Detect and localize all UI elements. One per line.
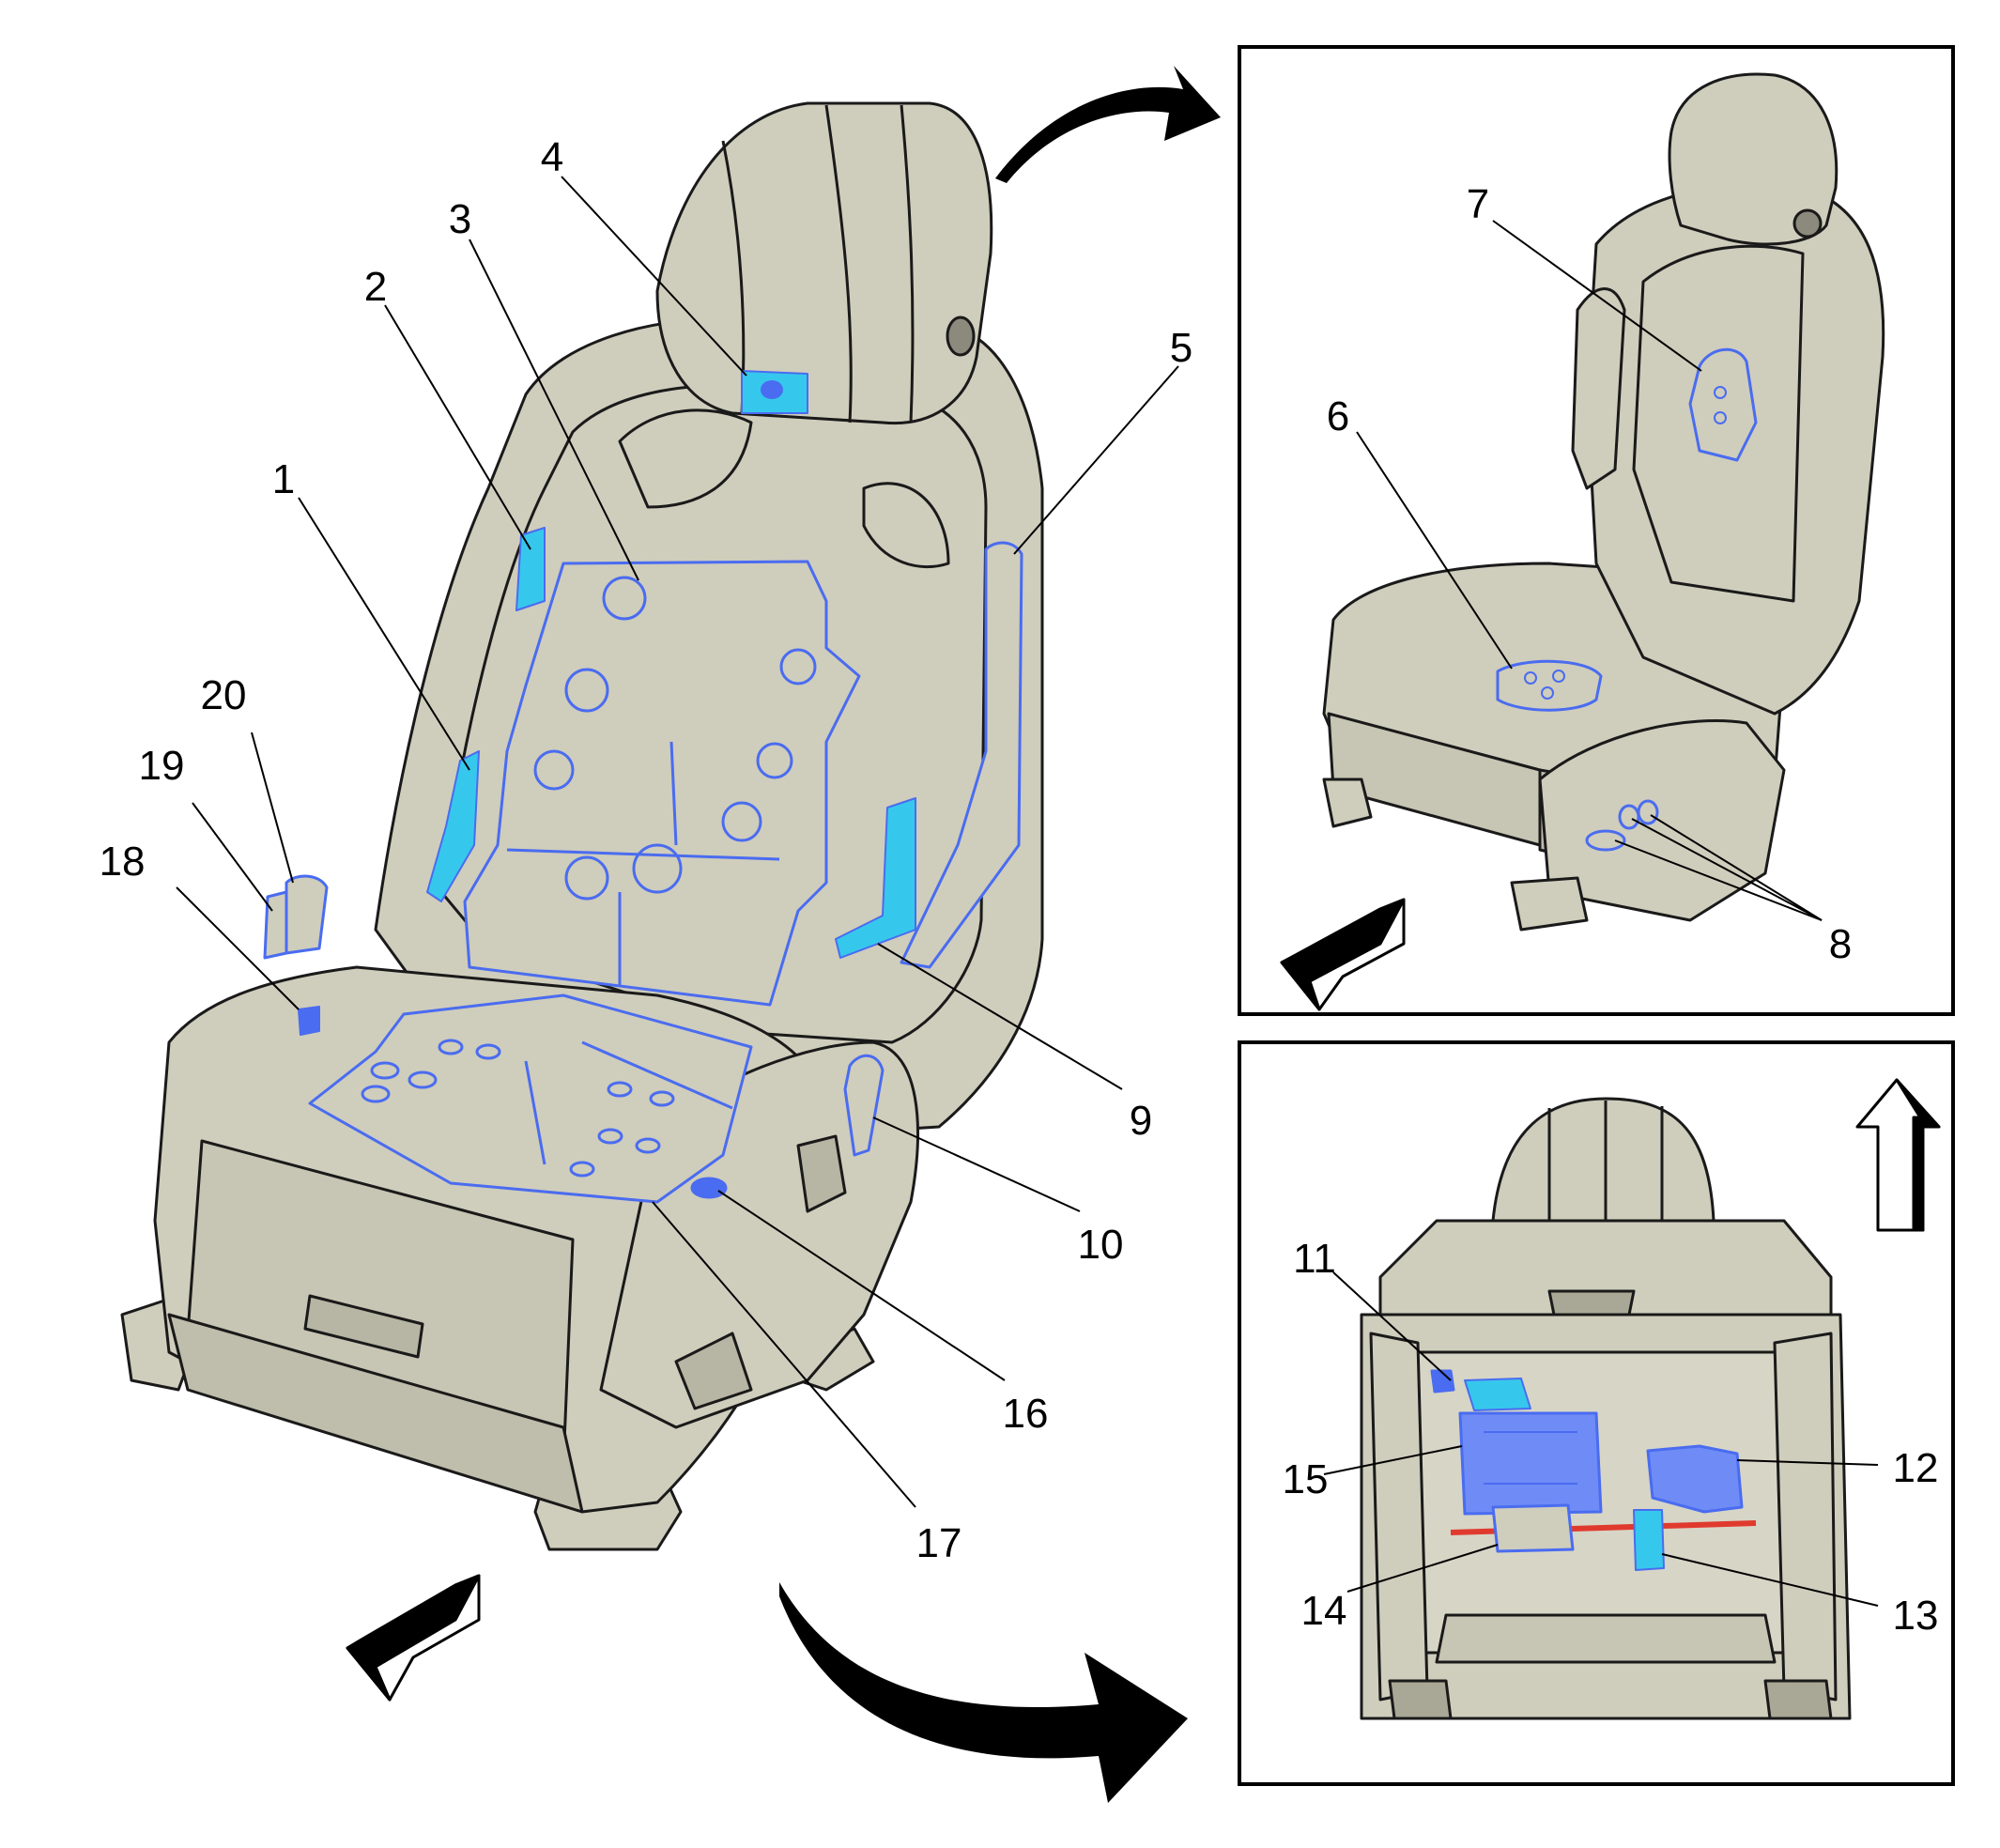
curved-arrow-top xyxy=(995,66,1221,183)
forward-arrow-main xyxy=(346,1574,481,1702)
callout-16: 16 xyxy=(1003,1391,1049,1437)
callout-2: 2 xyxy=(364,264,387,310)
curved-arrow-bottom xyxy=(779,1582,1188,1803)
up-arrow-bottom-inset xyxy=(1855,1078,1941,1232)
inset-bottom-leader-lines xyxy=(1323,1271,1879,1607)
component-19-shape xyxy=(263,890,288,960)
callout-9: 9 xyxy=(1130,1098,1152,1144)
component-7-shape xyxy=(1688,347,1758,462)
callout-11: 11 xyxy=(1293,1236,1336,1282)
curved-arrow-icon xyxy=(995,66,1221,183)
curved-arrow-icon xyxy=(779,1582,1188,1803)
callout-6: 6 xyxy=(1327,393,1349,439)
inset-bottom-seat-rear xyxy=(1360,1097,1852,1720)
component-16-shape xyxy=(690,1177,728,1199)
callout-1: 1 xyxy=(272,456,295,502)
callout-3: 3 xyxy=(449,196,471,242)
callout-12: 12 xyxy=(1893,1445,1939,1491)
callout-labels: 1 2 3 4 5 6 7 8 9 10 11 12 13 14 15 16 1… xyxy=(100,134,1939,1639)
callout-5: 5 xyxy=(1170,325,1192,371)
component-20-shape xyxy=(285,874,329,955)
callout-19: 19 xyxy=(139,743,185,789)
callout-20: 20 xyxy=(201,672,247,718)
inset-top-leader-lines xyxy=(1356,220,1823,921)
component-10-shape xyxy=(843,1054,885,1157)
callout-8: 8 xyxy=(1829,921,1852,967)
component-11-shape xyxy=(1464,1378,1531,1411)
callout-4: 4 xyxy=(541,134,563,180)
component-18-shape xyxy=(298,1006,320,1036)
inset-top-seat xyxy=(1322,72,1885,932)
component-13-shape xyxy=(1633,1509,1665,1571)
callout-15: 15 xyxy=(1283,1456,1329,1502)
component-2-shape xyxy=(515,527,546,611)
component-8-shape xyxy=(1585,829,1626,852)
backrest-heater-pad xyxy=(463,560,861,1007)
headrest-button xyxy=(946,316,976,357)
callout-14: 14 xyxy=(1301,1588,1347,1634)
headrest xyxy=(655,101,993,425)
forward-arrow-top-inset xyxy=(1280,898,1406,1011)
component-15-shape xyxy=(1458,1411,1603,1516)
callout-17: 17 xyxy=(916,1520,962,1566)
callout-13: 13 xyxy=(1893,1593,1939,1639)
seat-cushion-lower-front xyxy=(167,1313,584,1514)
callout-10: 10 xyxy=(1078,1222,1124,1268)
component-14-shape xyxy=(1491,1503,1575,1553)
callout-7: 7 xyxy=(1467,181,1489,227)
callout-18: 18 xyxy=(100,839,146,885)
main-seat-view xyxy=(120,101,1044,1551)
component-1-shape xyxy=(426,750,480,902)
component-9-shape xyxy=(835,797,916,959)
component-6-shape xyxy=(1496,659,1603,712)
component-12-shape xyxy=(1646,1444,1744,1514)
main-view-leader-lines xyxy=(176,176,1179,1508)
